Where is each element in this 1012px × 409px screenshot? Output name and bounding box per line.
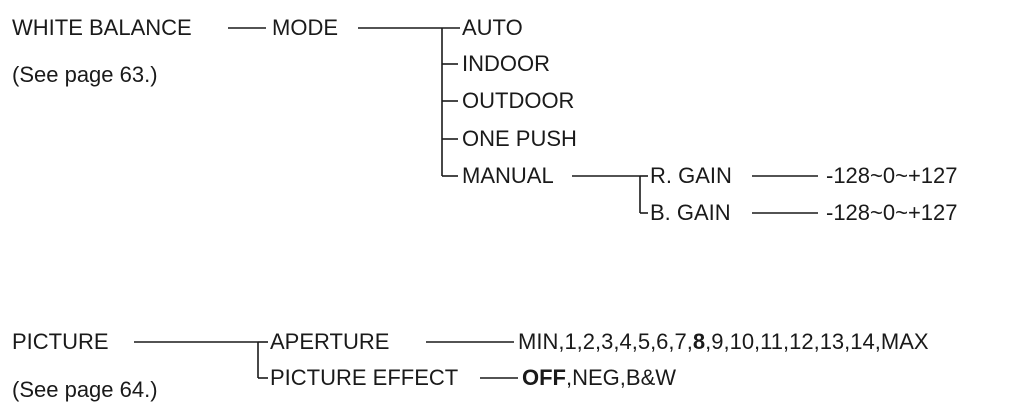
aperture-values-post: ,9,10,11,12,13,14,MAX [705,329,929,354]
white-balance-page-ref: (See page 63.) [12,62,158,87]
r-gain-label: R. GAIN [650,163,732,188]
effect-default-value: OFF [522,365,566,390]
aperture-default-value: 8 [692,329,706,354]
option-indoor: INDOOR [462,51,550,76]
aperture-values-pre: MIN,1,2,3,4,5,6,7, [518,329,693,354]
mode-label: MODE [272,15,338,40]
b-gain-label: B. GAIN [650,200,731,225]
r-gain-range: -128~0~+127 [826,163,958,188]
option-outdoor: OUTDOOR [462,88,575,113]
picture-page-ref: (See page 64.) [12,377,158,402]
picture-effect-values: OFF,NEG,B&W [522,365,676,391]
aperture-label: APERTURE [270,329,390,354]
option-auto: AUTO [462,15,523,40]
effect-values-post: ,NEG,B&W [566,365,677,390]
option-one-push: ONE PUSH [462,126,577,151]
white-balance-title: WHITE BALANCE [12,15,192,40]
option-manual: MANUAL [462,163,554,188]
b-gain-range: -128~0~+127 [826,200,958,225]
picture-effect-label: PICTURE EFFECT [270,365,459,390]
picture-title: PICTURE [12,329,109,354]
aperture-values: MIN,1,2,3,4,5,6,7,8,9,10,11,12,13,14,MAX [518,329,929,355]
